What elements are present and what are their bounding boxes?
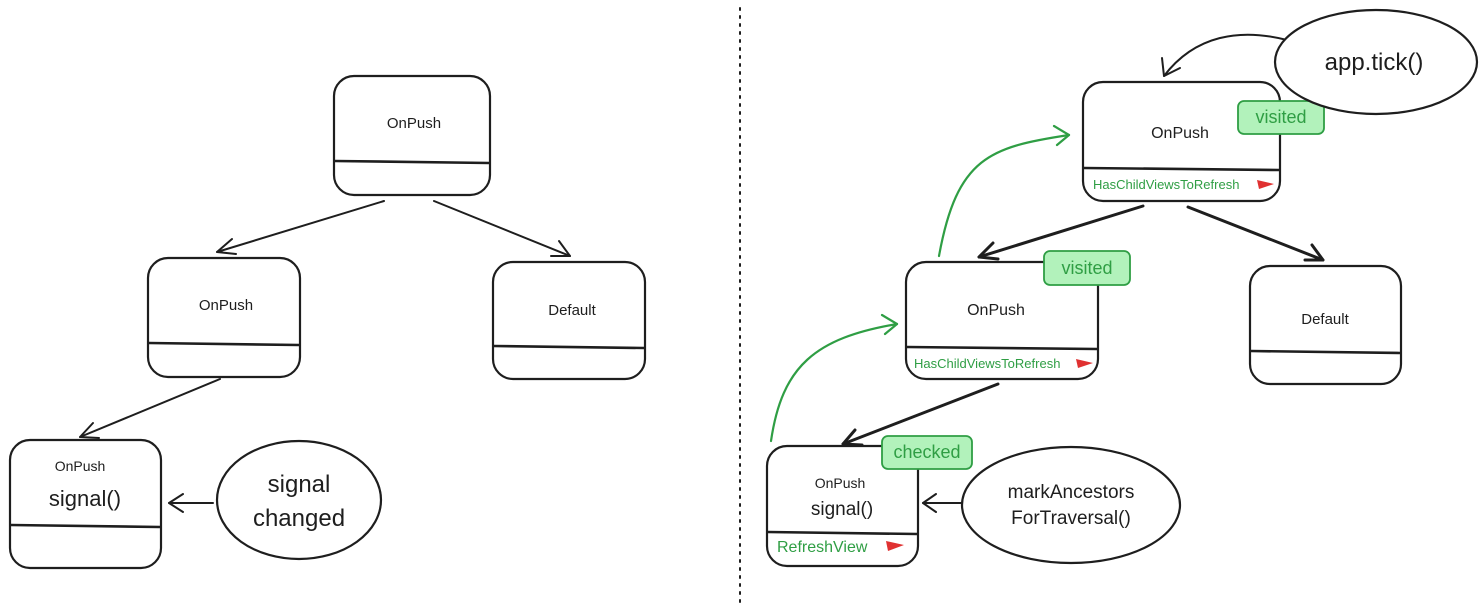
right-edge-tick-to-root <box>1163 33 1288 77</box>
right-child-onpush-badge-text: visited <box>1061 258 1112 278</box>
right-arrowhead-leaf <box>841 428 864 447</box>
left-edge-root-to-default <box>433 200 571 257</box>
right-tick-text: app.tick() <box>1325 49 1424 76</box>
right-root-badge <box>1237 100 1325 135</box>
right-edge-root-to-default <box>1186 205 1325 262</box>
left-signal-changed-bubble: signal changed <box>215 439 383 561</box>
right-child-onpush-label: OnPush <box>967 302 1025 319</box>
right-child-onpush-flag-text: HasChildViewsToRefresh <box>914 356 1060 371</box>
right-edge-onpush-to-leaf <box>841 382 1000 446</box>
right-child-onpush-flag-icon <box>1076 359 1093 368</box>
left-child-onpush-node: OnPush <box>146 256 302 379</box>
right-leaf-node: OnPush signal() RefreshView checked <box>765 435 973 568</box>
right-leaf-sublabel: signal() <box>811 499 873 520</box>
left-leaf-node: OnPush signal() <box>8 438 163 570</box>
right-child-onpush-badge <box>1043 250 1131 286</box>
left-root-label: OnPush <box>387 115 441 132</box>
right-mark-ancestors-bubble: markAncestors ForTraversal() <box>960 445 1182 565</box>
right-leaf-flag-text: RefreshView <box>777 539 868 556</box>
right-root-flag-text: HasChildViewsToRefresh <box>1093 177 1239 192</box>
left-arrowhead-leaf <box>79 422 100 439</box>
left-panel: OnPush OnPush Default OnPush signal() si… <box>8 74 647 570</box>
right-arrowhead-tick <box>1161 57 1181 77</box>
right-child-default-label: Default <box>1301 311 1349 328</box>
left-child-default-node: Default <box>491 260 647 381</box>
right-edge-root-to-onpush <box>977 204 1145 259</box>
right-leaf-flag-icon <box>886 541 904 551</box>
left-edge-onpush-to-leaf <box>79 378 221 438</box>
right-leaf-badge <box>881 435 973 470</box>
left-arrowhead-onpush <box>216 238 237 255</box>
right-arrowhead-onpush <box>977 241 1000 261</box>
right-child-default-node: Default <box>1248 264 1403 386</box>
right-root-label: OnPush <box>1151 125 1209 142</box>
right-mark-line1: markAncestors <box>1008 482 1135 503</box>
right-root-node: OnPush HasChildViewsToRefresh visited <box>1081 80 1325 203</box>
right-leaf-label: OnPush <box>815 475 866 491</box>
green-traverse-leaf-to-parent <box>769 322 899 443</box>
green-traverse-parent-to-root <box>937 133 1071 258</box>
left-bubble-line1: signal <box>268 471 331 498</box>
left-child-default-label: Default <box>548 302 596 319</box>
right-root-badge-text: visited <box>1255 107 1306 127</box>
right-arrowhead-mark <box>922 493 937 513</box>
left-root-node: OnPush <box>332 74 492 197</box>
left-bubble-line2: changed <box>253 505 345 532</box>
left-leaf-label: OnPush <box>55 458 106 474</box>
right-root-flag-icon <box>1257 180 1274 189</box>
left-leaf-sublabel: signal() <box>49 486 121 511</box>
right-child-onpush-node: OnPush HasChildViewsToRefresh visited <box>904 250 1131 381</box>
right-mark-line2: ForTraversal() <box>1011 508 1131 529</box>
right-app-tick-bubble: app.tick() <box>1273 8 1479 116</box>
green-arrowhead-1 <box>880 313 899 336</box>
left-arrowhead-bubble <box>168 493 184 513</box>
right-panel: OnPush HasChildViewsToRefresh visited On… <box>765 8 1479 568</box>
right-leaf-badge-text: checked <box>893 442 960 462</box>
right-arrowhead-default <box>1303 243 1325 262</box>
green-arrowhead-2 <box>1052 124 1071 147</box>
left-edge-root-to-onpush <box>216 200 385 253</box>
left-child-onpush-label: OnPush <box>199 297 253 314</box>
left-arrowhead-default <box>550 240 571 257</box>
